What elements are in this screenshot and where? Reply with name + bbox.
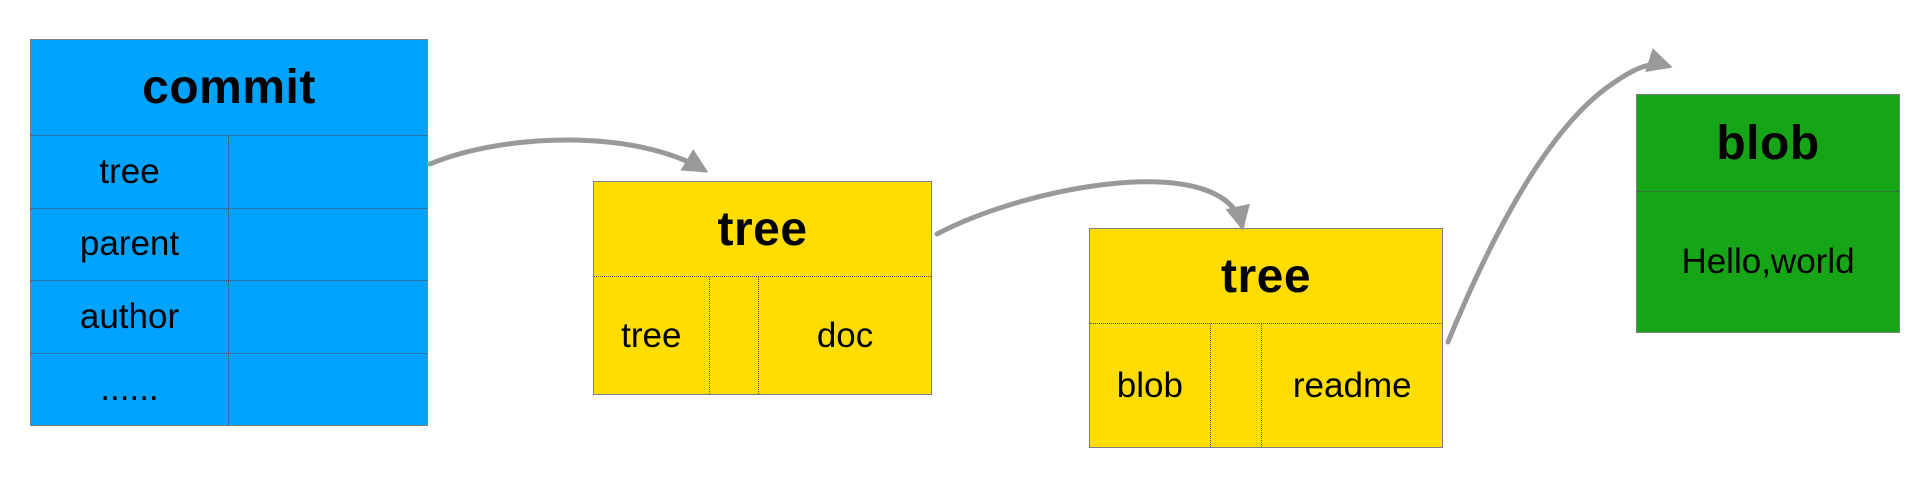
tree-child-entry-spacer-cell: [1209, 324, 1263, 447]
table-row: tree: [31, 135, 427, 208]
commit-row-label-author: author: [31, 281, 229, 353]
commit-row-label-parent: parent: [31, 208, 229, 280]
commit-row-value-parent: [229, 209, 427, 281]
tree-root-entry-type: tree: [621, 315, 682, 355]
blob-object-box: blob Hello,world: [1636, 94, 1900, 333]
tree-root-object-box: tree tree doc: [593, 181, 932, 395]
arrow-tree-to-blob-icon: [1445, 48, 1673, 345]
commit-object-box: commit tree parent author ......: [30, 39, 428, 426]
commit-box-title: commit: [142, 61, 316, 114]
tree-root-entry-spacer-cell: [708, 277, 760, 394]
tree-root-box-title: tree: [717, 202, 808, 256]
tree-root-entry-name: doc: [816, 315, 874, 355]
table-row: tree doc: [594, 276, 931, 394]
table-row: ......: [31, 352, 427, 426]
commit-row-value-tree: [229, 136, 427, 208]
tree-child-object-box: tree blob readme: [1089, 228, 1443, 448]
table-row: parent: [31, 207, 427, 281]
commit-row-label-tree: tree: [31, 136, 229, 208]
tree-child-box-title: tree: [1220, 249, 1312, 303]
table-row: author: [31, 280, 427, 353]
arrow-tree-to-tree-icon: [934, 179, 1250, 237]
tree-child-entry-name: readme: [1292, 365, 1412, 405]
commit-row-value-author: [229, 281, 427, 353]
commit-row-label-ellipsis: ......: [31, 353, 229, 425]
blob-box-title: blob: [1716, 116, 1820, 170]
tree-child-entry-type: blob: [1116, 365, 1183, 405]
table-row: blob readme: [1090, 323, 1442, 447]
commit-row-value-ellipsis: [229, 354, 427, 426]
blob-file-content: Hello,world: [1637, 191, 1899, 332]
arrow-commit-to-tree-icon: [427, 137, 709, 173]
